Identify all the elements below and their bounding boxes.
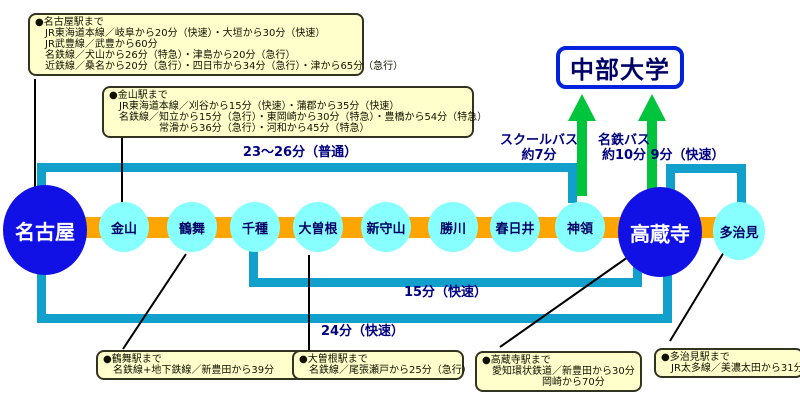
info-box-title: ●大曽根駅まで: [299, 354, 368, 365]
station-chikusa: 千種: [230, 202, 280, 252]
station-ozone: 大曽根: [293, 202, 343, 252]
school-bus-name: スクールバス: [499, 133, 578, 148]
label-rapid-kozoji-tajimi: 9分（快速）: [650, 148, 725, 163]
university-box: 中部大学: [556, 46, 684, 89]
station-label: 勝川: [439, 221, 466, 237]
label-meitetsu-bus: 名鉄バス 約10分: [585, 133, 663, 163]
info-box-line: 常滑から36分（急行）・河和から45分（特急）: [119, 123, 370, 134]
pointer-line-tsurumai-box: [122, 253, 187, 350]
info-box-ozone: ●大曽根駅まで 名鉄線／尾張瀬戸から25分（急行）: [292, 350, 472, 380]
route-local-nagoya-jinryo-vert-right: [568, 163, 577, 203]
meitetsu-bus-arrow-head: [638, 94, 666, 121]
station-label: 金山: [110, 221, 137, 237]
route-local-nagoya-jinryo-horiz: [37, 163, 577, 172]
school-bus-arrow-head: [568, 94, 596, 121]
info-box-line: 名鉄線／犬山から26分（特急）・津島から20分（急行）: [45, 50, 296, 61]
info-box-title: ●名古屋駅まで: [35, 17, 104, 28]
info-box-line: JR東海道本線／岐阜から20分（快速）・大垣から30分（快速）: [45, 28, 326, 39]
label-local-nagoya-jinryo: 23～26分（普通）: [242, 145, 358, 160]
info-box-line: 愛知環状鉄道／新豊田から30分: [492, 366, 635, 377]
station-shinmoriyama: 新守山: [361, 202, 411, 252]
info-box-title: ●金山駅まで: [109, 90, 168, 101]
route-rapid-chikusa-kozoji-horiz: [249, 278, 642, 287]
station-label: 春日井: [495, 221, 535, 237]
route-rapid-kozoji-tajimi-horiz: [666, 164, 746, 173]
info-box-line: 岡崎から70分: [492, 377, 605, 388]
university-name: 中部大学: [570, 56, 670, 84]
info-box-line: 近鉄線／桑名から20分（急行）・四日市から34分（急行）・津から65分（急行）: [45, 61, 404, 72]
label-rapid-chikusa-kozoji: 15分（快速）: [403, 285, 488, 300]
info-box-title: ●多治見駅まで: [661, 352, 730, 363]
info-box-line: 名鉄線／知立から15分（急行）・東岡崎から30分（特急）・豊橋から54分（特急）: [119, 112, 488, 123]
station-label: 鶴舞: [178, 221, 205, 237]
meitetsu-bus-duration: 約10分: [601, 148, 647, 163]
info-box-tsurumai: ●鶴舞駅まで 名鉄線+地下鉄線／新豊田から39分: [96, 350, 306, 380]
route-rapid-nagoya-kozoji-horiz: [37, 314, 672, 323]
station-kasugai: 春日井: [490, 202, 540, 252]
station-label: 高蔵寺: [630, 221, 690, 246]
route-rapid-kozoji-tajimi-vert-left: [666, 168, 675, 196]
station-nagoya: 名古屋: [3, 185, 87, 275]
label-school-bus: スクールバス 約7分: [498, 133, 580, 163]
route-rapid-chikusa-kozoji-vert-left: [249, 250, 258, 287]
meitetsu-bus-name: 名鉄バス: [597, 133, 650, 148]
station-tsurumai: 鶴舞: [167, 202, 217, 252]
route-rapid-kozoji-tajimi-vert-right: [737, 164, 746, 206]
info-box-kanayama: ●金山駅まで JR東海道本線／刈谷から15分（快速）・蒲郡から35分（快速） 名…: [102, 86, 488, 138]
info-box-title: ●鶴舞駅まで: [103, 354, 162, 365]
station-kozoji: 高蔵寺: [618, 187, 702, 277]
route-rapid-nagoya-kozoji-vert-left: [37, 262, 46, 323]
info-box-kozoji: ●高蔵寺駅まで 愛知環状鉄道／新豊田から30分 岡崎から70分: [475, 351, 642, 392]
station-kachigawa: 勝川: [428, 202, 478, 252]
info-box-tajimi: ●多治見駅まで JR太多線／美濃太田から31分: [654, 348, 800, 378]
label-rapid-nagoya-kozoji: 24分（快速）: [320, 324, 405, 339]
info-box-line: 名鉄線+地下鉄線／新豊田から39分: [113, 365, 275, 376]
pointer-line-kozoji-box: [499, 256, 629, 348]
info-box-nagoya: ●名古屋駅まで JR東海道本線／岐阜から20分（快速）・大垣から30分（快速） …: [28, 13, 404, 76]
station-label: 千種: [241, 221, 268, 237]
station-kanayama: 金山: [99, 202, 149, 252]
info-box-line: 名鉄線／尾張瀬戸から25分（急行）: [309, 365, 472, 376]
school-bus-duration: 約7分: [521, 148, 557, 163]
info-box-line: JR東海道本線／刈谷から15分（快速）・蒲郡から35分（快速）: [119, 101, 400, 112]
station-label: 大曽根: [298, 221, 338, 237]
station-label: 多治見: [719, 225, 759, 241]
station-label: 新守山: [366, 221, 406, 237]
route-local-nagoya-jinryo-vert-left: [37, 168, 46, 196]
info-box-title: ●高蔵寺駅まで: [482, 355, 551, 366]
info-box-line: JR武豊線／武豊から60分: [45, 39, 158, 50]
station-label: 神領: [566, 221, 593, 237]
station-jinryo: 神領: [555, 202, 605, 252]
route-rapid-nagoya-kozoji-vert-right: [663, 270, 672, 323]
info-box-line: JR太多線／美濃太田から31分: [671, 363, 800, 374]
station-tajimi: 多治見: [713, 202, 765, 260]
station-label: 名古屋: [15, 219, 75, 244]
